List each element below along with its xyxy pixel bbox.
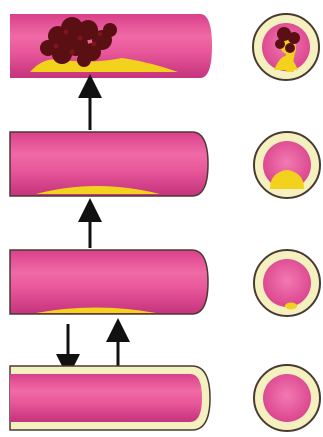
vessel-cross-section-complicated xyxy=(253,14,319,80)
stage-complicated-lesion xyxy=(10,14,319,80)
vessel-longitudinal-normal xyxy=(10,366,210,430)
vessel-cross-section-fibrous xyxy=(254,132,320,198)
vessel-longitudinal-fatty xyxy=(10,250,208,314)
stage-fibrous-plaque xyxy=(10,132,320,198)
vessel-cross-section-normal xyxy=(254,365,320,431)
vessel-cross-section-fatty xyxy=(254,250,320,316)
stage-fatty-streak xyxy=(10,250,320,316)
vessel-longitudinal-fibrous xyxy=(10,132,208,196)
stage-normal xyxy=(10,365,320,431)
vessel-longitudinal-complicated xyxy=(10,14,212,78)
